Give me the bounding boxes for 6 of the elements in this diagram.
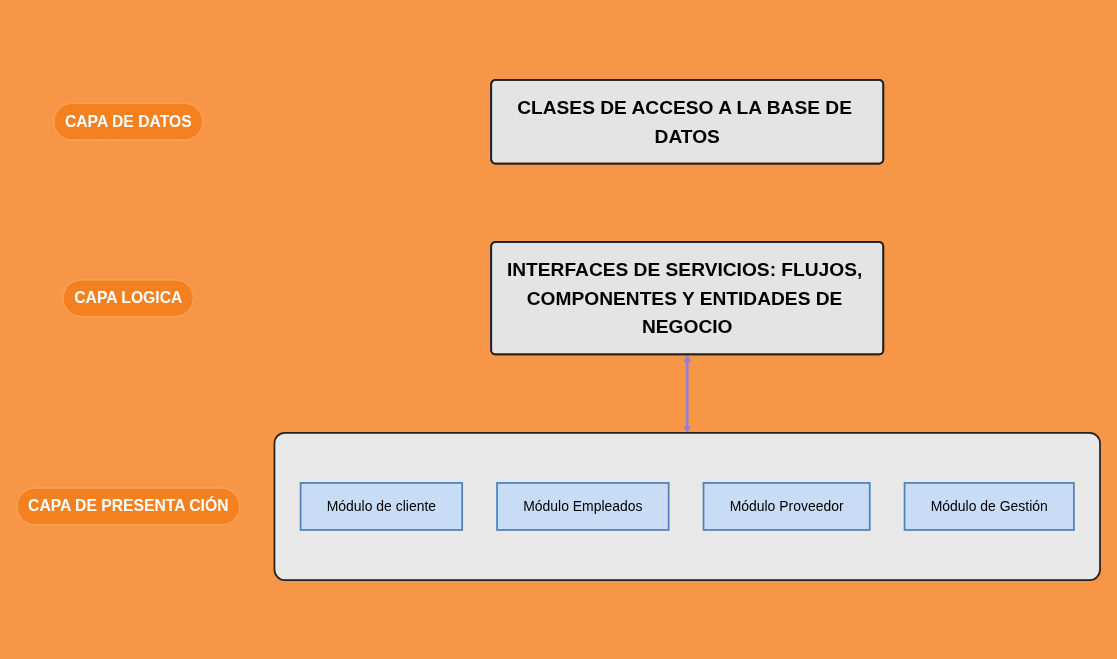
node-box: Módulo de Gestión: [903, 481, 1075, 531]
node-box: Módulo Proveedor: [702, 481, 871, 531]
node-box: Módulo Empleados: [496, 481, 670, 531]
node-box: Módulo de cliente: [299, 481, 464, 531]
cluster: [273, 431, 1101, 581]
arrow: [683, 353, 692, 433]
